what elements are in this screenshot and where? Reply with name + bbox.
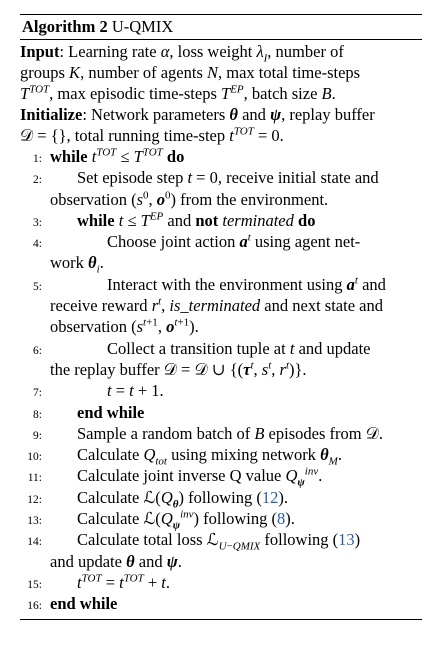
line-number: 2:	[33, 174, 42, 187]
step-line: 2: Set episode step t = 0, receive initi…	[20, 167, 422, 188]
step-line: 12: Calculate ℒ(Qθ) following (12).	[20, 487, 422, 510]
line-number: 15:	[27, 578, 42, 591]
line-number: 10:	[27, 451, 42, 464]
citation-link[interactable]: 13	[338, 530, 355, 550]
step-line: 16: end while	[20, 593, 422, 614]
line-number: 16:	[27, 600, 42, 613]
line-number: 8:	[33, 408, 42, 421]
step-line: 1: while tTOT ≤ TTOT do	[20, 146, 422, 167]
line-number: 3:	[33, 216, 42, 229]
initialize-label: Initialize	[20, 105, 83, 124]
initialize-line: 𝒟 = {}, total running time-step tTOT = 0…	[20, 125, 284, 145]
step-line: 13: Calculate ℒ(Qψinv) following (8).	[20, 508, 422, 531]
step-line-continued: receive reward rt, is_terminated and nex…	[50, 295, 383, 316]
input-line: Input: Learning rate α, loss weight λI, …	[20, 42, 344, 65]
step-line: 4: Choose joint action at using agent ne…	[20, 231, 422, 252]
line-number: 13:	[27, 515, 42, 528]
input-line: TTOT, max episodic time-steps TEP, batch…	[20, 83, 336, 103]
line-number: 9:	[33, 429, 42, 442]
step-line: 15: tTOT = tTOT + t.	[20, 572, 422, 593]
step-line: 5: Interact with the environment using a…	[20, 274, 422, 295]
step-line: 6: Collect a transition tuple at t and u…	[20, 338, 422, 359]
step-line: 14: Calculate total loss ℒU−QMIX followi…	[20, 529, 422, 552]
algorithm-block: Algorithm 2 U-QMIX Input: Learning rate …	[20, 14, 422, 620]
bottom-rule	[20, 618, 422, 620]
step-line-continued: work θi.	[50, 253, 104, 276]
line-number: 4:	[33, 238, 42, 251]
top-rule	[20, 14, 422, 15]
step-line: 3: while t ≤ TEP and not terminated do	[20, 210, 422, 231]
step-line: 10: Calculate Qtot using mixing network …	[20, 444, 422, 467]
algorithm-caption: Algorithm 2 U-QMIX	[20, 15, 422, 39]
line-number: 5:	[33, 280, 42, 293]
caption-rule	[20, 39, 422, 40]
input-label: Input	[20, 42, 60, 61]
step-line: 9: Sample a random batch of B episodes f…	[20, 423, 422, 444]
line-number: 11:	[27, 472, 42, 485]
input-line: groups K, number of agents N, max total …	[20, 63, 361, 82]
citation-link[interactable]: 8	[276, 509, 286, 529]
citation-link[interactable]: 12	[261, 487, 279, 507]
initialize-line: Initialize: Network parameters θ and ψ, …	[20, 105, 375, 124]
line-number: 7:	[33, 387, 42, 400]
step-line-continued: and update θ and ψ.	[50, 551, 182, 571]
line-number: 14:	[27, 536, 42, 549]
algorithm-label: Algorithm 2	[22, 17, 108, 36]
step-line: 8: end while	[20, 402, 422, 423]
step-line-continued: observation (s0, o0) from the environmen…	[50, 189, 329, 209]
algorithm-name: U-QMIX	[111, 17, 174, 36]
algorithm-header: Input: Learning rate α, loss weight λI, …	[20, 40, 422, 146]
line-number: 12:	[27, 493, 42, 506]
step-line-continued: observation (st+1, ot+1).	[50, 316, 199, 337]
algorithm-steps: 1: while tTOT ≤ TTOT do 2: Set episode s…	[20, 146, 422, 615]
line-number: 6:	[33, 344, 42, 357]
step-line: 11: Calculate joint inverse Q value Qψin…	[20, 465, 422, 488]
step-line: 7: t = t + 1.	[20, 380, 422, 401]
step-line-continued: the replay buffer 𝒟 = 𝒟 ∪ {(τt, st, rt)}…	[50, 359, 307, 379]
line-number: 1:	[33, 153, 42, 165]
